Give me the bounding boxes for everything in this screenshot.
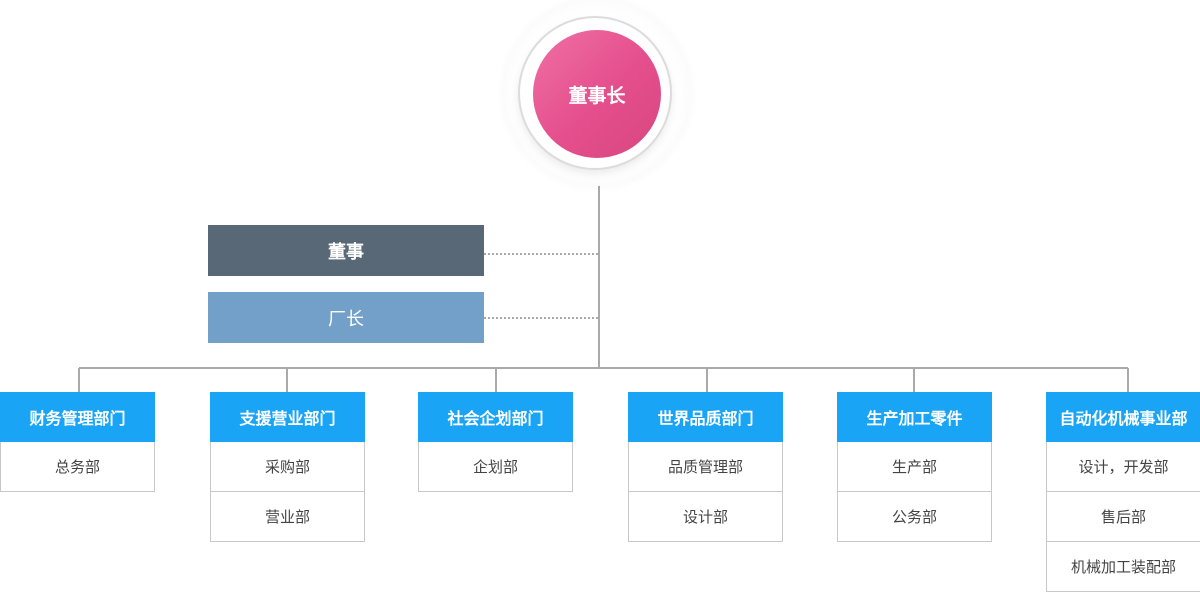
department-header: 支援营业部门 <box>210 392 365 442</box>
factory-manager-label: 厂长 <box>328 308 364 330</box>
department-unit: 设计，开发部 <box>1046 442 1200 492</box>
department-column: 世界品质部门 品质管理部 设计部 <box>628 392 783 542</box>
department-unit: 售后部 <box>1046 492 1200 542</box>
director-box: 董事 <box>208 225 484 276</box>
department-header: 社会企划部门 <box>418 392 573 442</box>
department-header: 世界品质部门 <box>628 392 783 442</box>
chairman-label: 董事长 <box>568 84 626 107</box>
department-unit: 生产部 <box>837 442 992 492</box>
factory-manager-box: 厂长 <box>208 292 484 343</box>
department-column: 生产加工零件 生产部 公务部 <box>837 392 992 542</box>
department-unit: 公务部 <box>837 492 992 542</box>
department-unit: 设计部 <box>628 492 783 542</box>
department-header: 财务管理部门 <box>0 392 155 442</box>
department-column: 自动化机械事业部 设计，开发部 售后部 机械加工装配部 <box>1046 392 1200 592</box>
department-header: 生产加工零件 <box>837 392 992 442</box>
department-column: 支援营业部门 采购部 营业部 <box>210 392 365 542</box>
department-column: 财务管理部门 总务部 <box>0 392 155 492</box>
director-label: 董事 <box>328 241 364 263</box>
department-unit: 总务部 <box>0 442 155 492</box>
department-column: 社会企划部门 企划部 <box>418 392 573 492</box>
department-unit: 机械加工装配部 <box>1046 542 1200 592</box>
department-unit: 品质管理部 <box>628 442 783 492</box>
department-unit: 企划部 <box>418 442 573 492</box>
department-header: 自动化机械事业部 <box>1046 392 1200 442</box>
department-unit: 营业部 <box>210 492 365 542</box>
department-unit: 采购部 <box>210 442 365 492</box>
chairman-node: 董事长 <box>533 30 661 158</box>
